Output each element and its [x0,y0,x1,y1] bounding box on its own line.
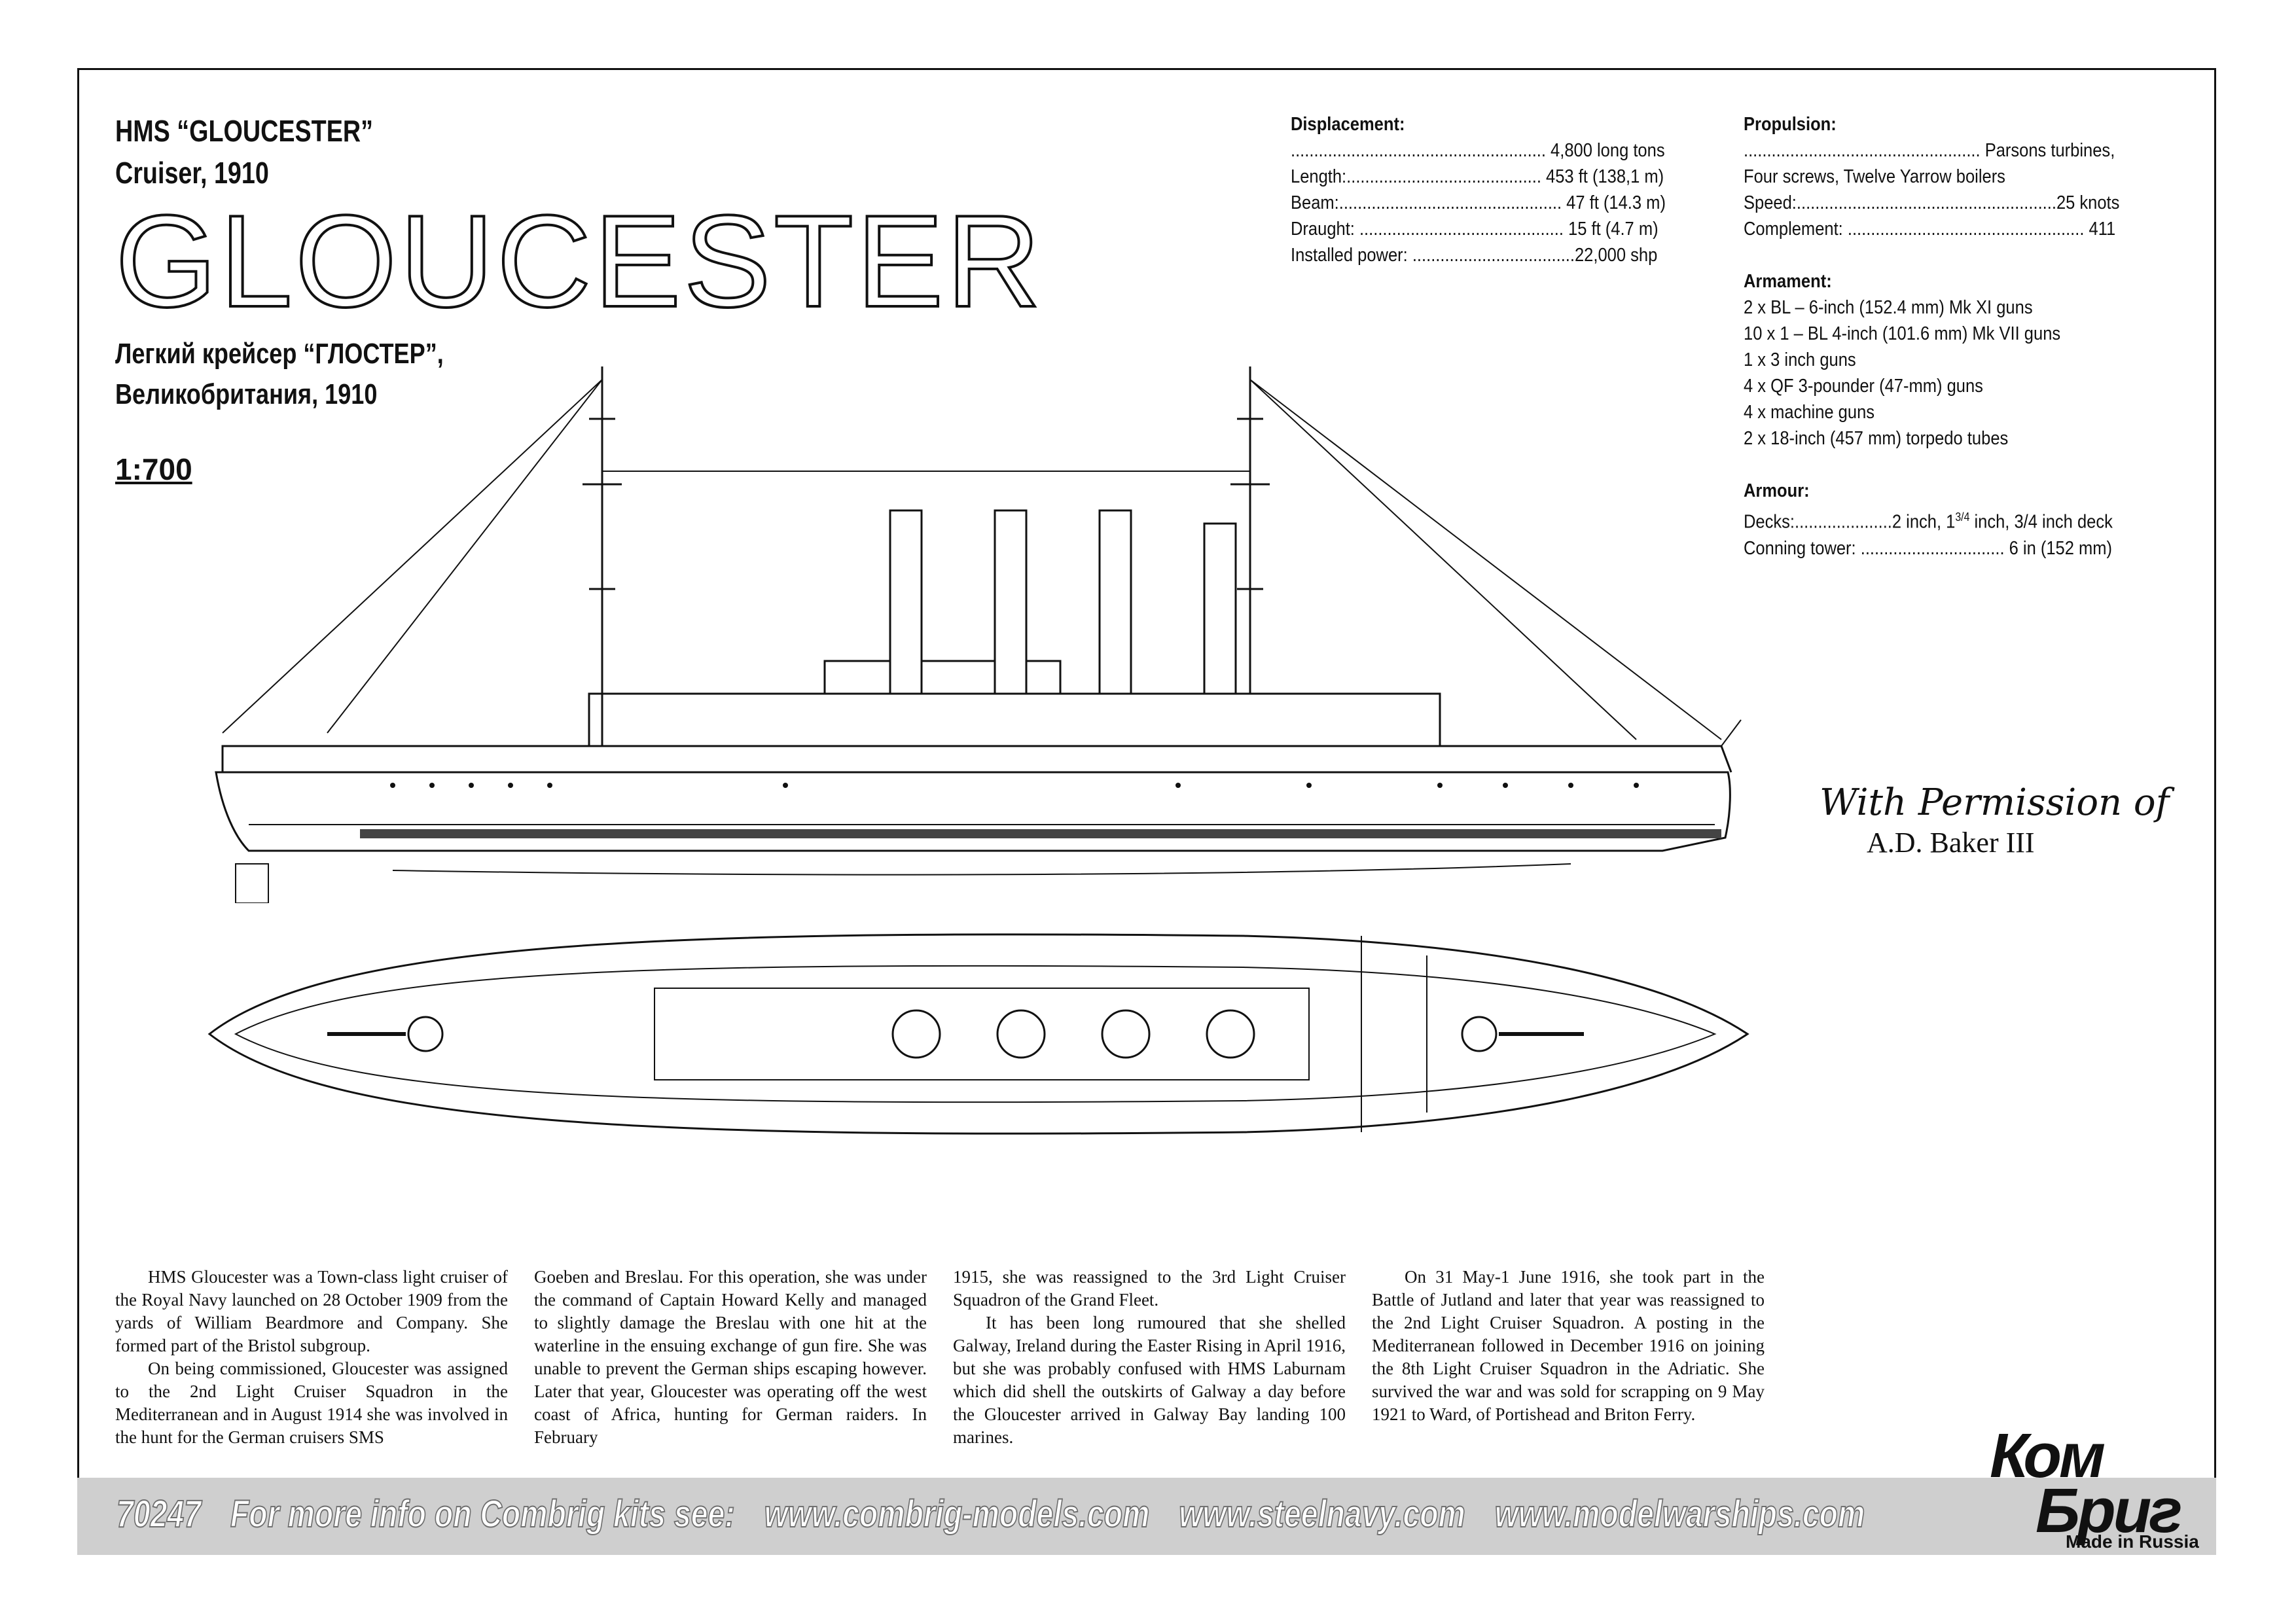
armament-item: 10 x 1 – BL 4-inch (101.6 mm) Mk VII gun… [1744,323,2061,344]
specs-armour: Armour: Decks:.....................2 inc… [1744,478,2113,562]
propulsion-line1: ........................................… [1744,140,2115,161]
footer-text: 70247 For more info on Combrig kits see:… [116,1492,1886,1536]
permission-author: A.D. Baker III [1867,827,2035,859]
displacement-heading: Displacement: [1291,114,1405,135]
draught-value: Draught: ...............................… [1291,219,1659,240]
decks-value: Decks:.....................2 inch, 13/4 … [1744,510,2113,533]
history-paragraph: 1915, she was reassigned to the 3rd Ligh… [953,1267,1346,1310]
history-paragraph: On being commissioned, Gloucester was as… [115,1359,508,1447]
speed-value: Speed:..................................… [1744,192,2120,213]
specs-armament: Armament: 2 x BL – 6-inch (152.4 mm) Mk … [1744,268,2060,452]
scale-label: 1:700 [115,452,192,486]
history-paragraph: On 31 May-1 June 1916, she took part in … [1372,1267,1765,1424]
ship-name-outline: GLOUCESTER [114,188,1044,334]
propulsion-line2: Four screws, Twelve Yarrow boilers [1744,166,2005,187]
ship-plan-drawing [207,933,1749,1135]
specs-propulsion: Propulsion: ............................… [1744,111,2119,242]
ship-type: Cruiser, 1910 [115,156,269,190]
permission-line: With Permission of [1820,781,2170,824]
specs-general: Displacement: ..........................… [1291,111,1666,268]
history-paragraph: HMS Gloucester was a Town-class light cr… [115,1267,508,1355]
ru-title-line1: Легкий крейсер “ГЛОСТЕР”, [115,338,444,370]
armament-heading: Armament: [1744,271,1832,292]
kit-number: 70247 [116,1492,202,1536]
logo-kom: Ком [1990,1421,2106,1491]
history-paragraph: Goeben and Breslau. For this operation, … [534,1267,927,1447]
length-value: Length:.................................… [1291,166,1664,187]
displacement-value: ........................................… [1291,140,1665,161]
complement-value: Complement: ............................… [1744,219,2116,240]
armament-item: 2 x BL – 6-inch (152.4 mm) Mk XI guns [1744,297,2033,318]
armament-item: 1 x 3 inch guns [1744,349,1856,370]
link-modelwarships[interactable]: www.modelwarships.com [1494,1492,1865,1536]
armament-item: 4 x machine guns [1744,402,1875,423]
power-value: Installed power: .......................… [1291,245,1658,266]
link-combrig[interactable]: www.combrig-models.com [764,1492,1150,1536]
history-column-1: HMS Gloucester was a Town-class light cr… [115,1266,508,1449]
armament-item: 2 x 18-inch (457 mm) torpedo tubes [1744,428,2009,449]
ship-profile-drawing [215,366,1742,903]
logo-brig: Бриг [2036,1476,2182,1546]
history-column-2: Goeben and Breslau. For this operation, … [534,1266,927,1449]
ship-designation: HMS “GLOUCESTER” [115,114,373,148]
combrig-logo: Ком Бриг Made in Russia [1990,1420,2206,1552]
footer-bar: 70247 For more info on Combrig kits see:… [77,1478,2216,1555]
history-paragraph: It has been long rumoured that she shell… [953,1313,1346,1447]
made-in-label: Made in Russia [2066,1531,2199,1552]
armament-item: 4 x QF 3-pounder (47-mm) guns [1744,376,1983,397]
title-block-russian: Легкий крейсер “ГЛОСТЕР”, Великобритания… [115,334,444,415]
history-column-3: 1915, she was reassigned to the 3rd Ligh… [953,1266,1346,1449]
armour-heading: Armour: [1744,480,1810,501]
link-steelnavy[interactable]: www.steelnavy.com [1178,1492,1465,1536]
ru-title-line2: Великобритания, 1910 [115,378,378,410]
propulsion-heading: Propulsion: [1744,114,1837,135]
history-column-4: On 31 May-1 June 1916, she took part in … [1372,1266,1765,1426]
title-block-english: HMS “GLOUCESTER” Cruiser, 1910 [115,110,373,194]
beam-value: Beam:...................................… [1291,192,1666,213]
conning-tower-value: Conning tower: .........................… [1744,537,2113,559]
info-label: For more info on Combrig kits see: [230,1492,735,1536]
